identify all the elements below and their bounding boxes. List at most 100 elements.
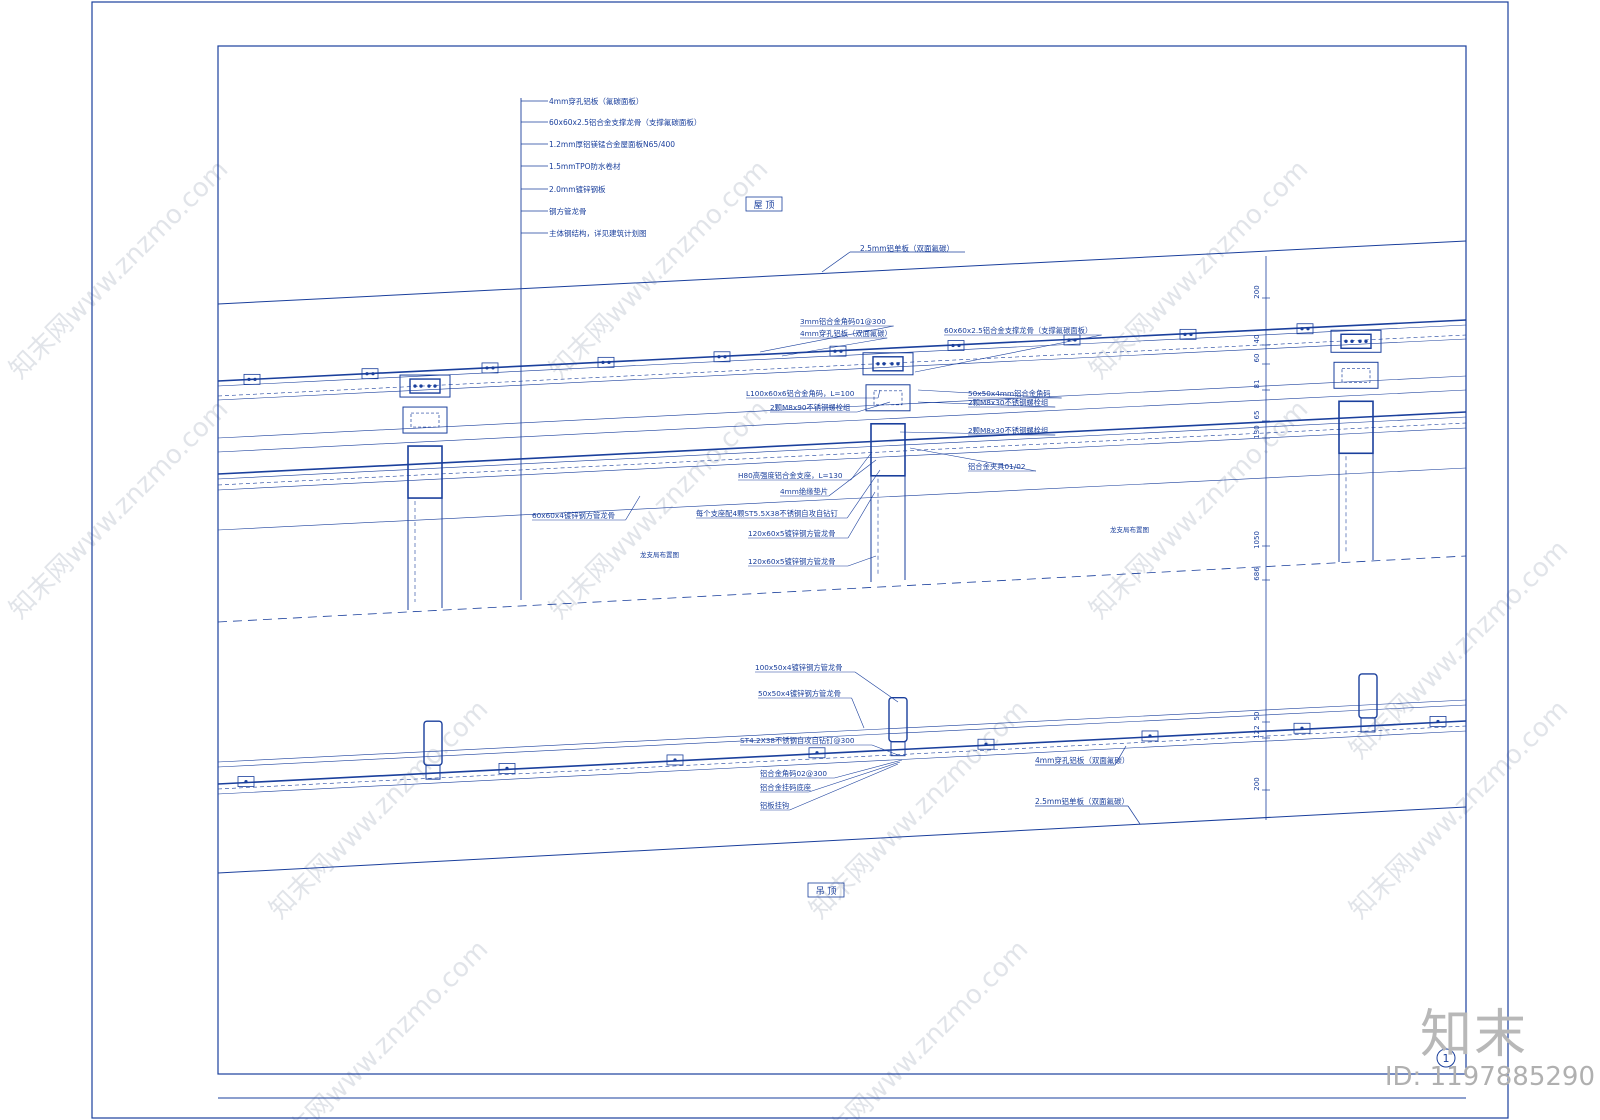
ceiling-clip <box>977 738 995 750</box>
bracket-bolt <box>427 384 431 388</box>
callouts: 3mm铝合金角码01@3004mm穿孔铝板（双面氟碳）60x60x2.5铝合金支… <box>532 317 1102 811</box>
steel-tube-120x60 <box>1338 400 1374 455</box>
ceiling-hangers <box>423 673 1378 780</box>
aluminum-bracket <box>862 352 914 376</box>
support-seat <box>402 406 448 434</box>
callout-label: L100x60x6铝合金角码，L=100 <box>746 389 855 398</box>
bracket-bolt <box>1344 339 1348 343</box>
callout-label: 4mm穿孔铝板（双面氟碳） <box>800 329 892 338</box>
bracket-bolt <box>890 362 894 366</box>
clip-bolt <box>833 349 837 353</box>
top-clips <box>243 323 1314 385</box>
clip-bolt <box>485 366 489 370</box>
callout-leader <box>917 389 1062 399</box>
ceiling-clip <box>808 747 826 759</box>
annotation-2: 60x60x2.5铝合金支撑龙骨（支撑氟碳面板） <box>549 117 701 127</box>
bracket-core <box>872 356 904 372</box>
clip-bolt <box>1300 726 1304 730</box>
callout-label: 50x50x4镀锌钢方管龙骨 <box>758 689 841 698</box>
ceiling-clip <box>237 776 255 787</box>
watermark-text: 知末网www.znzmo.com <box>1084 154 1315 385</box>
panel-clip <box>243 373 261 385</box>
top-panel-line <box>217 240 1467 305</box>
callout-label: 50x50x4mm铝合金角码 <box>968 389 1051 398</box>
callout-leader <box>834 759 903 779</box>
clip-bolt <box>815 751 819 755</box>
clip-bolt <box>1183 332 1187 336</box>
dimension-value: 60 <box>1253 354 1261 363</box>
callout-label: 4mm绝缘垫片 <box>780 487 828 496</box>
dimension-value: 200 <box>1253 777 1261 790</box>
clip-bolt <box>723 355 727 359</box>
top-panel-label: 2.5mm铝单板（双面氟碳） <box>860 243 954 253</box>
bracket-core <box>409 378 441 394</box>
roof-label: 屋 顶 <box>754 200 775 211</box>
callout-label: 120x60x5镀锌钢方管龙骨 <box>748 529 836 538</box>
clip-bolt <box>717 355 721 359</box>
bracket-bolt <box>413 384 417 388</box>
hanger-clip <box>890 741 906 757</box>
outer-frame <box>91 1 1509 1119</box>
callout-leader <box>854 671 899 703</box>
callout-label: 120x60x5镀锌钢方管龙骨 <box>748 557 836 566</box>
bottom-panel-label: 2.5mm铝单板（双面氟碳） <box>1035 796 1129 806</box>
dimension-value: 686 <box>1253 567 1261 581</box>
clip-bolt <box>253 377 257 381</box>
callout-leader <box>781 337 888 357</box>
callout-label: 铝板挂钩 <box>760 801 789 810</box>
clip-bolt <box>673 758 677 762</box>
clip-bolt <box>1067 338 1071 342</box>
callout-leader <box>808 761 901 793</box>
callout-label: 60x60x2.5铝合金支撑龙骨（支撑氟碳面板） <box>944 326 1092 335</box>
clip-bolt <box>1073 338 1077 342</box>
watermark-text: 知末网www.znzmo.com <box>4 154 235 385</box>
clip-bolt <box>1189 332 1193 336</box>
dimension-value: 1050 <box>1253 531 1261 549</box>
support-seat <box>1333 361 1379 389</box>
hanger-tube-100x50 <box>1358 673 1378 719</box>
bracket-bolt <box>882 362 886 366</box>
clip-bolt <box>371 372 375 376</box>
callout-label: 60x60x4镀锌钢方管龙骨 <box>532 511 615 520</box>
dimension-value: 65 <box>1253 411 1261 420</box>
callout-leader <box>857 401 891 413</box>
callout-leader <box>899 431 1056 436</box>
dimension-value: 200 <box>1253 285 1261 298</box>
bracket-bolt <box>1350 339 1354 343</box>
panel-clip <box>947 340 965 351</box>
ceiling-clip <box>666 754 684 766</box>
callout-label: 铝合金角码02@300 <box>760 769 827 778</box>
clip-bolt <box>839 349 843 353</box>
ceiling-clip <box>1293 722 1311 734</box>
annotation-7: 主体钢结构，详见建筑计划图 <box>549 228 647 238</box>
callout-leader <box>850 451 873 481</box>
panel-clip <box>1296 323 1314 335</box>
aluminum-bracket <box>1330 329 1382 353</box>
panel-clip <box>713 351 731 363</box>
bracket-core <box>1340 333 1372 349</box>
callout-label: ST4.2X38不锈钢自攻自钻钉@300 <box>740 736 855 745</box>
clip-bolt <box>1436 719 1440 724</box>
annotation-3: 1.2mm厚铝镁锰合金屋面板N65/400 <box>549 139 675 149</box>
seat-insert <box>1341 367 1371 383</box>
bracket-bolt <box>419 384 423 388</box>
callout-label: H80高强度铝合金支座，L=130 <box>738 471 843 480</box>
bracket-bolt <box>433 384 437 388</box>
sheet-mark: 1 <box>1443 1052 1450 1065</box>
callout-label: 2颗M8x30不锈钢螺栓组 <box>968 426 1048 435</box>
ceiling-label-box <box>807 882 845 898</box>
dimension-value: 81 <box>1253 380 1261 389</box>
clip-bolt <box>1306 327 1310 331</box>
callout-leader <box>846 469 881 519</box>
dimension-value: 130 <box>1253 425 1261 438</box>
annotation-stack: 4mm穿孔铝板（氟碳面板） 60x60x2.5铝合金支撑龙骨（支撑氟碳面板） 1… <box>521 96 701 238</box>
panel-clip <box>481 362 499 374</box>
annotation-4: 1.5mmTPO防水卷材 <box>549 161 621 171</box>
bracket-bolt <box>876 362 880 366</box>
ceiling-clip <box>1429 716 1447 727</box>
callout-label: 铝合金夹具01/02 <box>968 462 1026 471</box>
callout-label: 每个支座配4颗ST5.5X38不锈钢自攻自钻钉 <box>696 509 838 518</box>
brand-logo: 知末 <box>1419 1005 1528 1065</box>
bottom-clips <box>237 716 1447 787</box>
clip-bolt <box>984 742 988 746</box>
